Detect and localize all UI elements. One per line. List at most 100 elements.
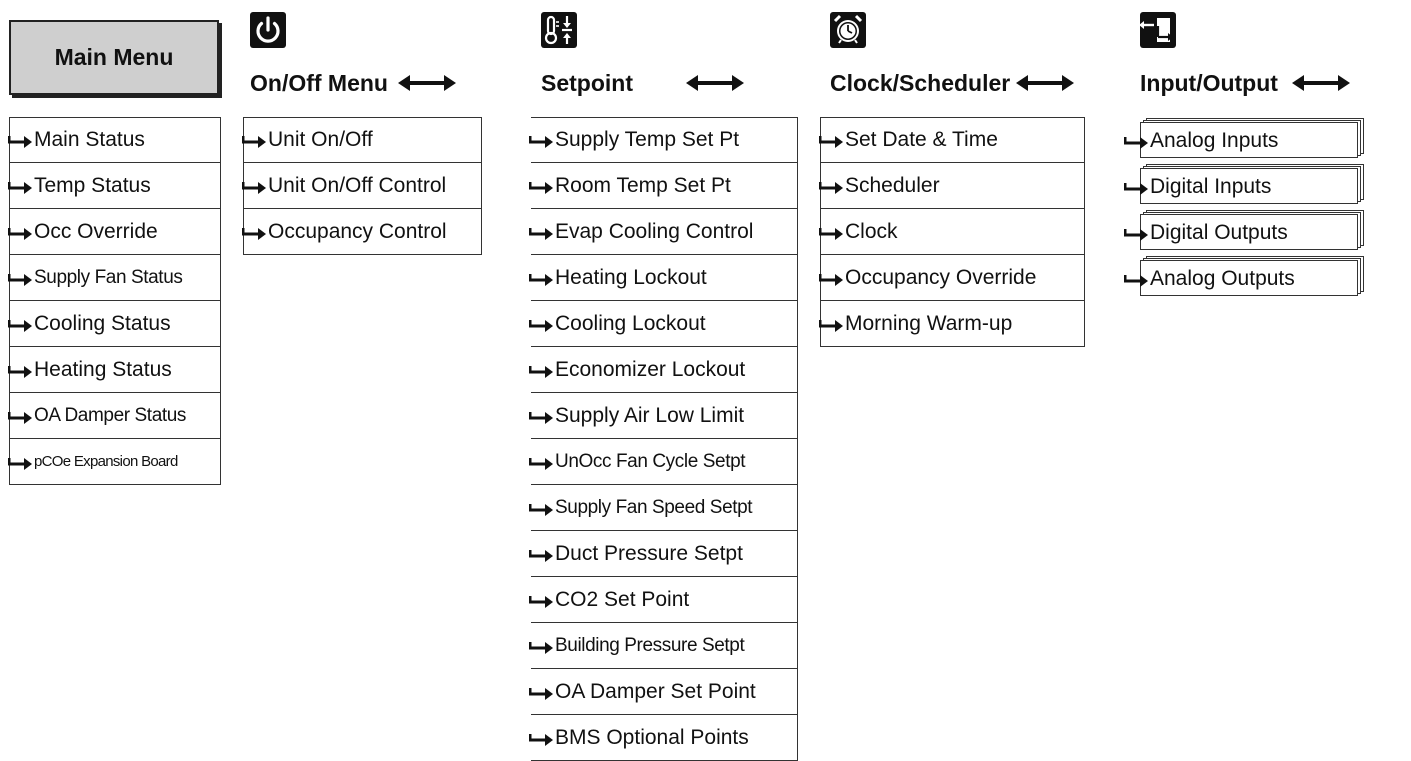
list-item-label: Building Pressure Setpt — [555, 634, 745, 656]
list-item-label: CO2 Set Point — [555, 587, 690, 611]
alarm-clock-icon — [830, 12, 866, 48]
hook-arrow-icon — [242, 181, 266, 194]
list-item[interactable]: Scheduler — [819, 163, 1085, 209]
list-item[interactable]: Building Pressure Setpt — [529, 623, 798, 669]
list-item[interactable]: Cooling Lockout — [529, 301, 798, 347]
power-icon — [250, 12, 286, 48]
list-item[interactable]: Occupancy Control — [242, 209, 482, 255]
input-output-icon — [1140, 12, 1176, 48]
list-item-label: Supply Fan Speed Setpt — [555, 496, 753, 518]
list-item[interactable]: Digital Inputs — [1124, 164, 1386, 210]
hook-arrow-icon — [529, 503, 553, 516]
list-item[interactable]: Temp Status — [8, 163, 221, 209]
list-item[interactable]: Analog Outputs — [1124, 256, 1386, 302]
hook-arrow-icon — [819, 273, 843, 286]
hook-arrow-icon — [529, 411, 553, 424]
list-item-label: Supply Temp Set Pt — [555, 128, 740, 151]
list-item[interactable]: Evap Cooling Control — [529, 209, 798, 255]
column-title-setpoint[interactable]: Setpoint — [541, 68, 744, 98]
list-item[interactable]: Heating Lockout — [529, 255, 798, 301]
hook-arrow-icon — [529, 227, 553, 240]
list-item-label: Occupancy Control — [268, 219, 447, 243]
hook-arrow-icon — [819, 319, 843, 332]
list-item[interactable]: Morning Warm-up — [819, 301, 1085, 347]
list-item[interactable]: Unit On/Off Control — [242, 163, 482, 209]
list-item-label: OA Damper Status — [34, 404, 187, 426]
hook-arrow-icon — [8, 411, 32, 424]
column-title-io[interactable]: Input/Output — [1140, 68, 1350, 98]
list-item[interactable]: Occupancy Override — [819, 255, 1085, 301]
double-arrow-icon — [1291, 75, 1350, 91]
hook-arrow-icon — [1124, 137, 1148, 149]
list-item[interactable]: Supply Fan Status — [8, 255, 221, 301]
list-item[interactable]: UnOcc Fan Cycle Setpt — [529, 439, 798, 485]
list-item-label: Heating Lockout — [555, 265, 707, 289]
list-item[interactable]: Unit On/Off — [242, 117, 482, 163]
column-title-label: Input/Output — [1140, 70, 1278, 96]
hook-arrow-icon — [819, 181, 843, 194]
list-item-label: BMS Optional Points — [555, 725, 749, 749]
hook-arrow-icon — [529, 273, 553, 286]
list-item-label: Scheduler — [845, 173, 940, 197]
list-item[interactable]: Heating Status — [8, 347, 221, 393]
hook-arrow-icon — [1124, 275, 1148, 287]
hook-arrow-icon — [529, 549, 553, 562]
hook-arrow-icon — [8, 319, 32, 332]
list-item[interactable]: OA Damper Status — [8, 393, 221, 439]
hook-arrow-icon — [529, 319, 553, 332]
list-item-label: Cooling Status — [34, 311, 171, 335]
column-title-label: Clock/Scheduler — [830, 70, 1011, 96]
hook-arrow-icon — [8, 273, 32, 286]
list-item-label: Main Status — [34, 128, 145, 151]
list-item-label: Occ Override — [34, 219, 158, 243]
column-title-onoff[interactable]: On/Off Menu — [250, 68, 456, 98]
list-item[interactable]: Clock — [819, 209, 1085, 255]
list-item[interactable]: OA Damper Set Point — [529, 669, 798, 715]
list-item-label: Analog Outputs — [1150, 267, 1295, 290]
column-title-label: On/Off Menu — [250, 70, 388, 96]
hook-arrow-icon — [1124, 183, 1148, 195]
list-item-label: Unit On/Off — [268, 128, 373, 151]
list-item-label: Supply Fan Status — [34, 266, 183, 288]
list-item[interactable]: Supply Temp Set Pt — [529, 117, 798, 163]
list-item-label: Unit On/Off Control — [268, 173, 447, 197]
list-item[interactable]: Room Temp Set Pt — [529, 163, 798, 209]
list-item-label: UnOcc Fan Cycle Setpt — [555, 450, 746, 472]
list-item-label: Set Date & Time — [845, 128, 998, 151]
hook-arrow-icon — [242, 227, 266, 240]
hook-arrow-icon — [8, 457, 32, 470]
list-item[interactable]: pCOe Expansion Board — [8, 439, 221, 485]
stacked-page-frame — [1140, 118, 1364, 158]
list-item[interactable]: BMS Optional Points — [529, 715, 798, 761]
list-item[interactable]: Cooling Status — [8, 301, 221, 347]
list-item-label: Supply Air Low Limit — [555, 403, 745, 427]
list-item[interactable]: Main Status — [8, 117, 221, 163]
hook-arrow-icon — [8, 227, 32, 240]
list-item-label: Temp Status — [34, 173, 151, 197]
main-menu-box[interactable]: Main Menu — [9, 20, 219, 95]
hook-arrow-icon — [529, 136, 553, 148]
column-title-clock[interactable]: Clock/Scheduler — [830, 68, 1075, 98]
list-item[interactable]: Set Date & Time — [819, 117, 1085, 163]
stacked-page-frame — [1140, 210, 1364, 250]
list-item[interactable]: Digital Outputs — [1124, 210, 1386, 256]
list-item[interactable]: CO2 Set Point — [529, 577, 798, 623]
list-item[interactable]: Supply Fan Speed Setpt — [529, 485, 798, 531]
list-item[interactable]: Economizer Lockout — [529, 347, 798, 393]
list-item-label: pCOe Expansion Board — [34, 453, 178, 470]
double-arrow-icon — [686, 75, 744, 91]
list-item[interactable]: Supply Air Low Limit — [529, 393, 798, 439]
list-item-label: Digital Outputs — [1150, 221, 1288, 244]
hook-arrow-icon — [8, 181, 32, 194]
list-item-label: Heating Status — [34, 357, 172, 381]
list-item[interactable]: Duct Pressure Setpt — [529, 531, 798, 577]
hook-arrow-icon — [529, 687, 553, 700]
stacked-page-frame — [1140, 164, 1364, 204]
main-menu-label: Main Menu — [54, 44, 174, 70]
list-item-label: Morning Warm-up — [845, 311, 1013, 335]
list-item[interactable]: Analog Inputs — [1124, 118, 1386, 164]
hook-arrow-icon — [529, 365, 553, 378]
setpoint-menu-list: Supply Temp Set Pt Room Temp Set Pt Evap… — [529, 117, 798, 761]
list-item[interactable]: Occ Override — [8, 209, 221, 255]
double-arrow-icon — [1016, 75, 1075, 91]
